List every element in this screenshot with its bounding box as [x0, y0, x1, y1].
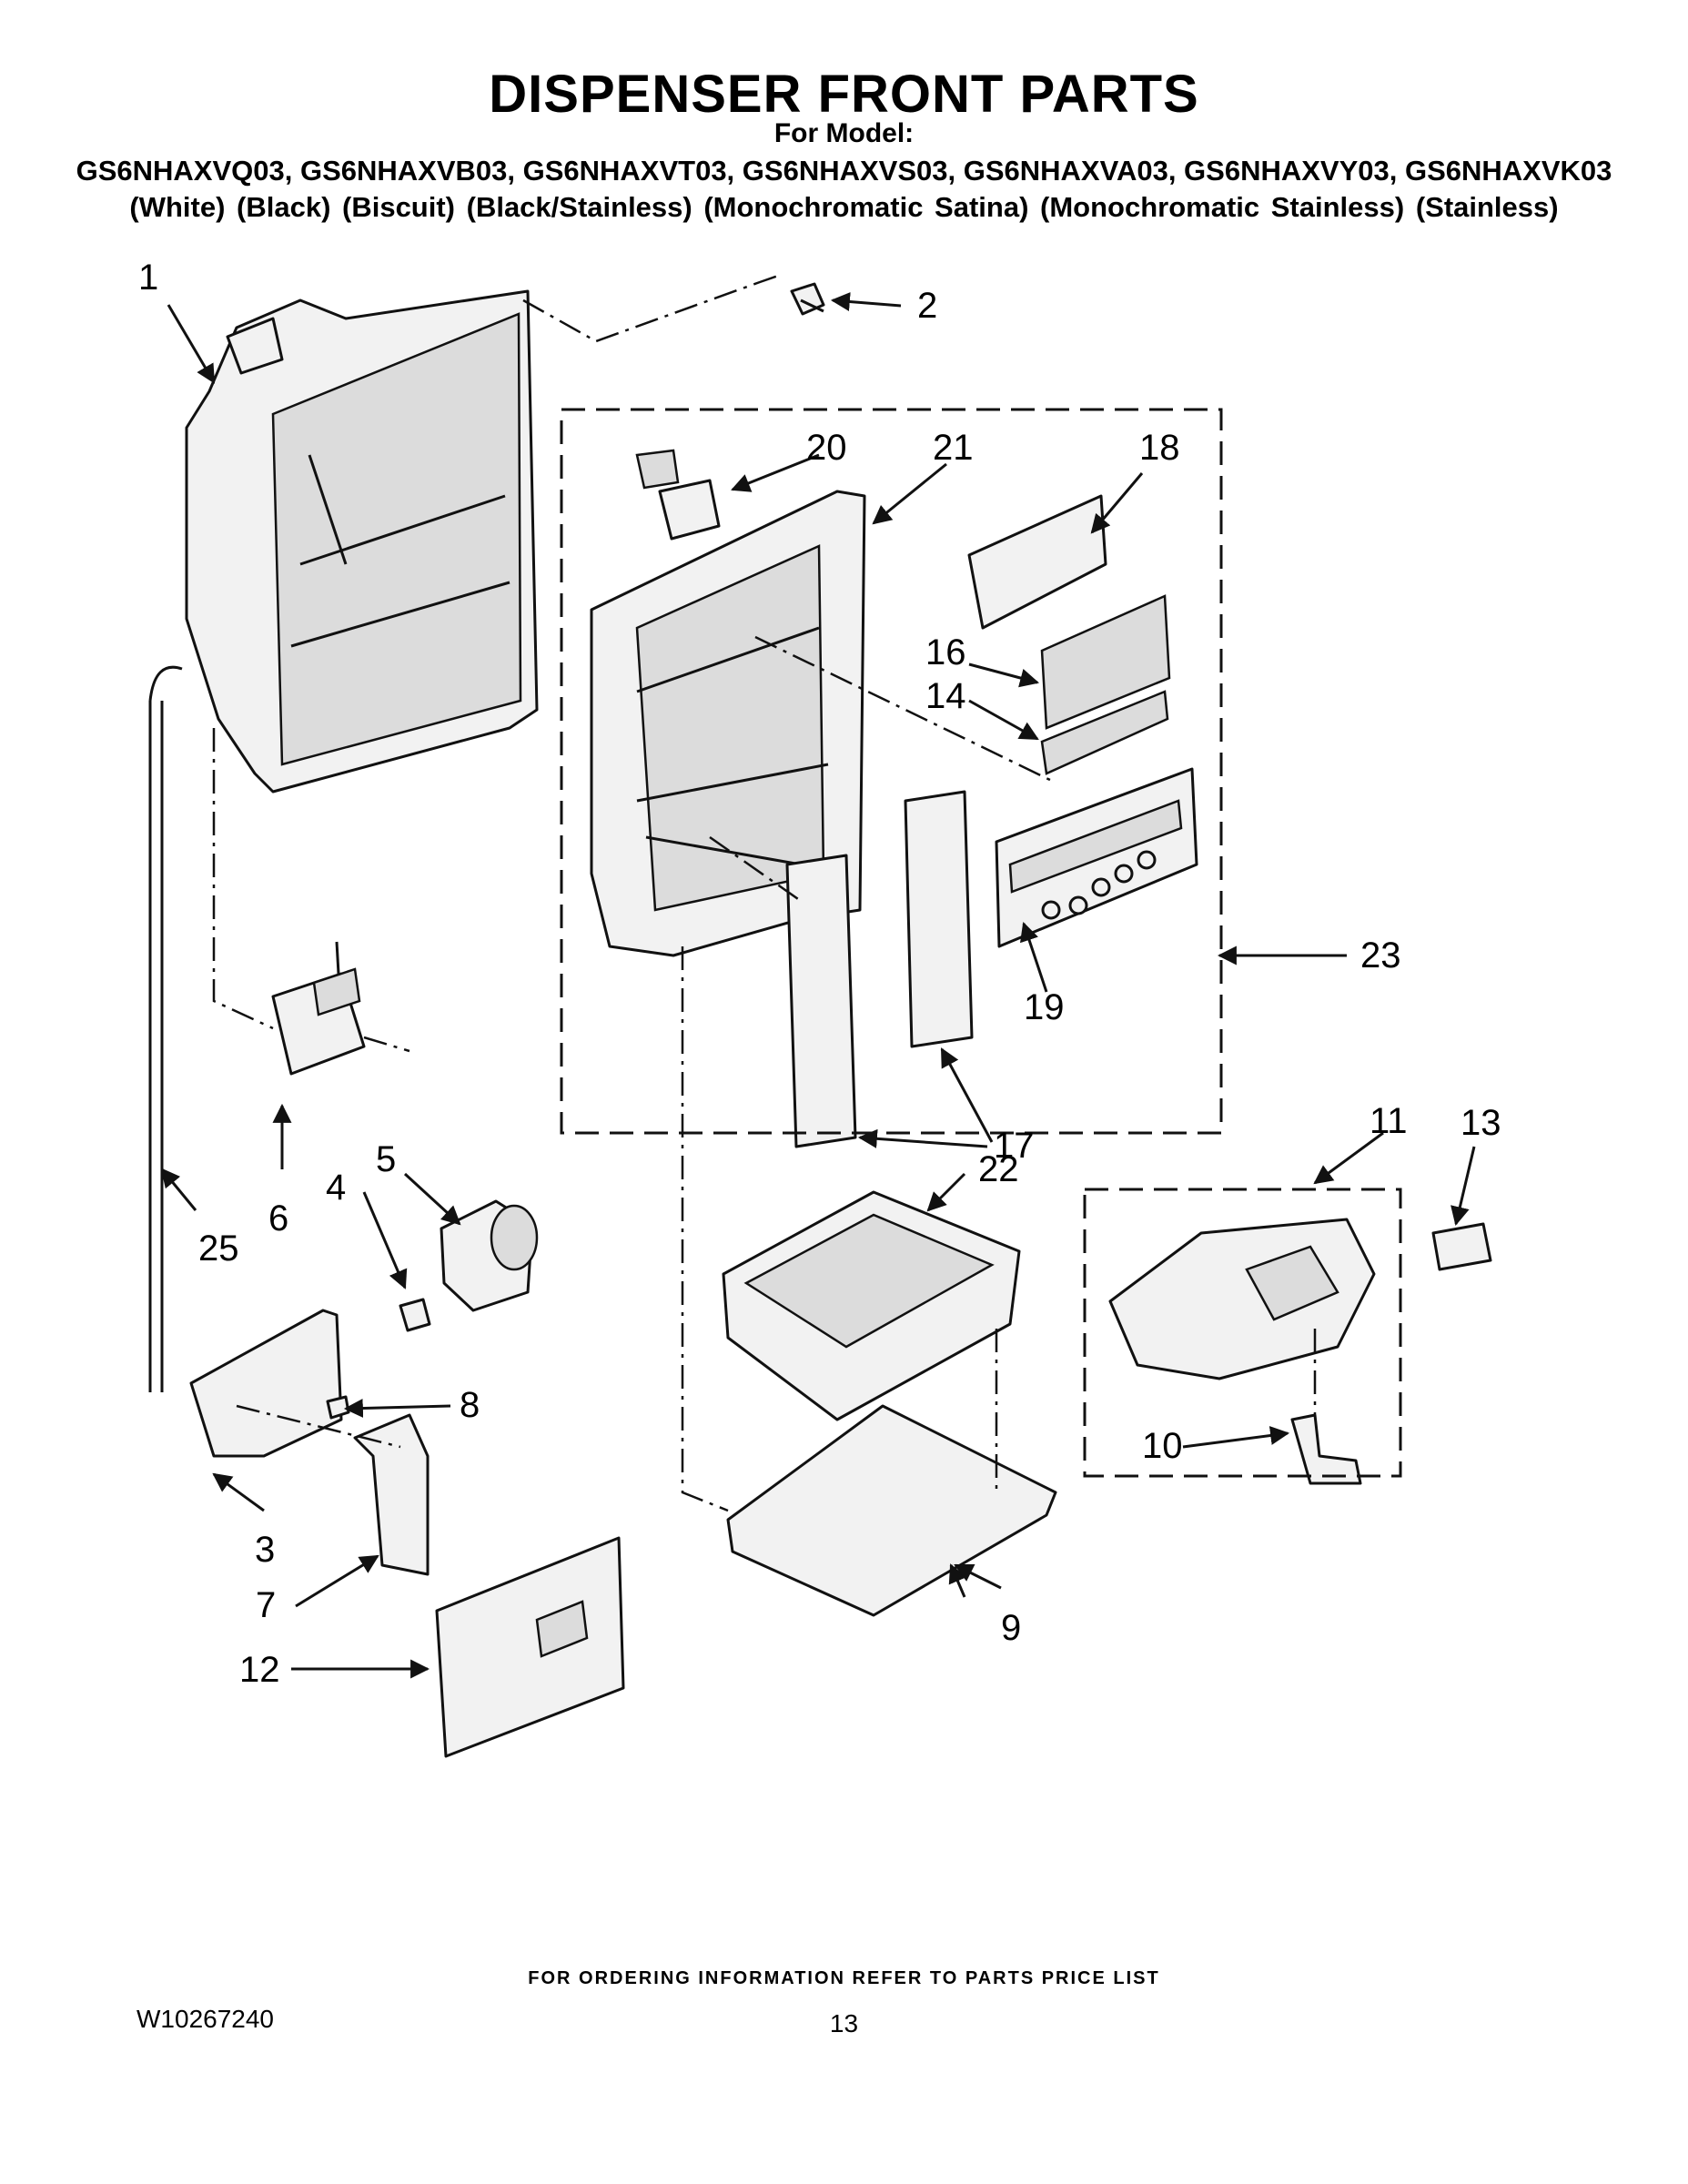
dispenser-module-part: [1108, 1218, 1376, 1380]
callout-1: 1: [138, 258, 158, 298]
bracket-part-3: [189, 1309, 343, 1458]
document-number: W10267240: [136, 2005, 275, 2033]
callout-23: 23: [1360, 935, 1401, 976]
assembly-group-23-box: [560, 408, 1223, 1135]
control-board-part: [1040, 594, 1171, 730]
circuit-board-part: [1040, 690, 1169, 775]
callout-11: 11: [1370, 1101, 1408, 1141]
callout-25: 25: [198, 1228, 239, 1269]
switch-part: [1431, 1222, 1492, 1271]
callout-16: 16: [925, 632, 966, 672]
callout-17: 17: [994, 1126, 1035, 1166]
callout-10: 10: [1142, 1426, 1183, 1466]
callout-19: 19: [1024, 987, 1065, 1027]
control-panel-part: [995, 767, 1198, 948]
callout-4: 4: [326, 1168, 346, 1208]
callout-7: 7: [256, 1585, 276, 1625]
callout-2: 2: [917, 286, 937, 326]
fitting-part: [1290, 1413, 1362, 1485]
page-title: DISPENSER FRONT PARTS: [489, 65, 1199, 124]
bracket-part-18: [967, 494, 1107, 630]
for-model-label: For Model:: [773, 118, 915, 148]
color-list: (White) (Black) (Biscuit) (Black/Stainle…: [129, 191, 1559, 223]
cover-panel-part: [435, 1536, 625, 1758]
lever-part: [353, 1413, 430, 1576]
callout-18: 18: [1139, 428, 1180, 468]
tray-base-part: [726, 1404, 1057, 1617]
drip-tray-part: [722, 1190, 1021, 1421]
callout-21: 21: [933, 428, 974, 468]
callout-5: 5: [376, 1139, 396, 1179]
gear-part: [399, 1298, 431, 1332]
tube-part: [148, 665, 183, 1392]
callout-9: 9: [1001, 1608, 1021, 1648]
callout-13: 13: [1461, 1103, 1501, 1143]
ordering-note: FOR ORDERING INFORMATION REFER TO PARTS …: [528, 1968, 1160, 1988]
screw-part: [790, 282, 825, 316]
motor-part: [440, 1199, 539, 1312]
connector-part: [635, 449, 721, 541]
callout-6: 6: [268, 1198, 288, 1239]
callout-3: 3: [255, 1530, 275, 1570]
actuator-part: [271, 941, 366, 1076]
callout-20: 20: [806, 428, 847, 468]
trim-piece-part: [785, 790, 974, 1148]
callout-22: 22: [978, 1149, 1019, 1189]
page-number: 13: [829, 2009, 859, 2037]
callout-14: 14: [925, 676, 966, 716]
callout-8: 8: [460, 1385, 480, 1425]
model-list: GS6NHAXVQ03, GS6NHAXVB03, GS6NHAXVT03, G…: [76, 155, 1612, 187]
dispenser-frame-part: [590, 490, 866, 957]
screw-part-8: [326, 1395, 350, 1420]
callout-12: 12: [239, 1650, 280, 1690]
dispenser-housing-part: [185, 289, 539, 794]
assembly-group-11-box: [1083, 1188, 1402, 1478]
